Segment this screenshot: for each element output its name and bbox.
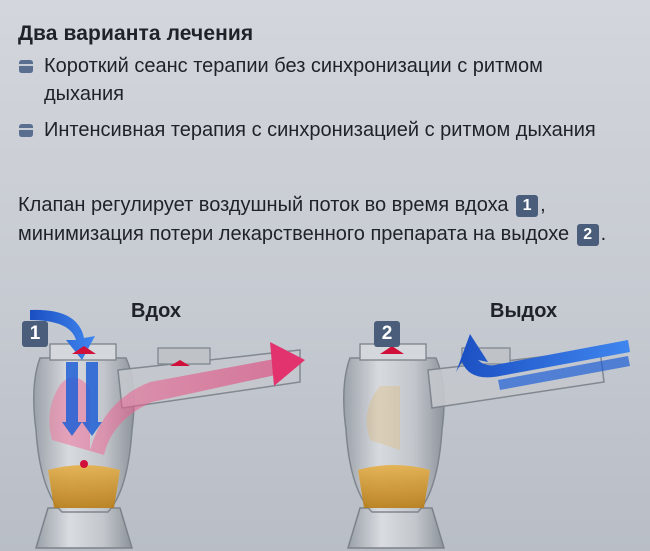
description-text: Клапан регулирует воздушный поток во вре… bbox=[18, 194, 509, 216]
inhale-label: Вдох bbox=[131, 300, 181, 322]
bullet-text: Короткий сеанс терапии без синхронизации… bbox=[44, 55, 543, 105]
nebulizer-inhale bbox=[30, 309, 305, 549]
bullet-text: Интенсивная терапия с синхронизацией с р… bbox=[44, 119, 596, 141]
inhale-step-badge: 1 bbox=[22, 321, 48, 347]
valve-description: Клапан регулирует воздушный поток во вре… bbox=[18, 191, 638, 249]
bullet-item: Короткий сеанс терапии без синхронизации… bbox=[18, 52, 628, 108]
step-badge-2: 2 bbox=[576, 223, 599, 246]
description-text: . bbox=[600, 223, 607, 245]
bullet-item: Интенсивная терапия с синхронизацией с р… bbox=[18, 116, 628, 144]
step-badge-1: 1 bbox=[516, 194, 539, 217]
description-text: , минимизация потери лекарственного преп… bbox=[18, 194, 570, 245]
page-title: Два варианта лечения bbox=[18, 22, 254, 45]
exhale-step-badge: 2 bbox=[374, 321, 400, 347]
bullet-icon bbox=[19, 124, 33, 137]
nebulizer-exhale bbox=[343, 334, 630, 549]
exhale-label: Выдох bbox=[490, 300, 558, 322]
nebulizer-diagram bbox=[30, 309, 630, 549]
bullet-icon bbox=[19, 60, 33, 73]
